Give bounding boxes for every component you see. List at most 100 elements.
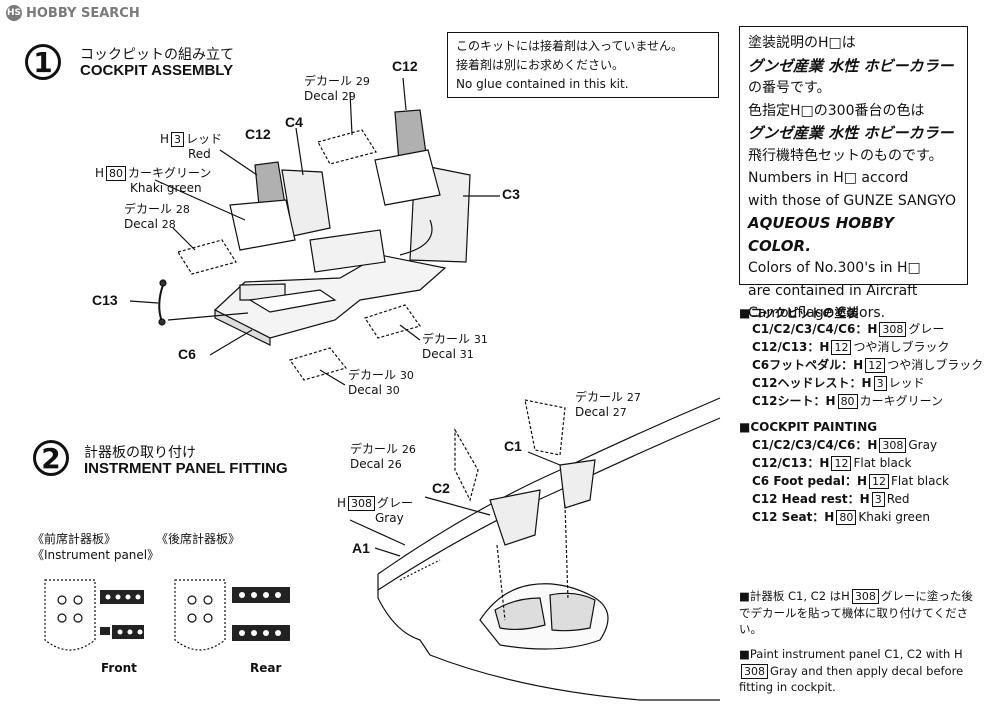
decal-31-num: 31 xyxy=(473,333,488,346)
panel-note-en: ■Paint instrument panel C1, C2 with H308… xyxy=(739,646,979,696)
decal-27-num-en: 27 xyxy=(612,406,627,419)
painting-en-color: Khaki green xyxy=(858,510,930,524)
color-explanation-box: 塗装説明のH□は グンゼ産業 水性 ホビーカラー の番号です。 色指定H□の30… xyxy=(739,26,968,321)
glue-notice-jp-2: 接着剤は別にお求めください。 xyxy=(456,58,625,72)
decal-30-label: デカール 30 Decal 30 xyxy=(348,366,414,397)
decal-30-en: Decal xyxy=(348,383,382,397)
rear-panel-heading-jp: 《後席計器板》 xyxy=(156,532,241,546)
step-1-title-en: COCKPIT ASSEMBLY xyxy=(80,62,234,79)
khaki-color-en: Khaki green xyxy=(130,181,202,195)
painting-en-color: Flat black xyxy=(891,474,949,488)
decal-29-num-en: 29 xyxy=(341,90,356,103)
painting-en-part: C12/C13：H xyxy=(752,456,830,470)
color-note-line-3: の番号です。 xyxy=(748,80,831,96)
decal-28-num-en: 28 xyxy=(161,218,176,231)
painting-jp-color: つや消しブラック xyxy=(853,340,950,354)
decal-31-num-en: 31 xyxy=(459,348,474,361)
step-2-title-en: INSTRMENT PANEL FITTING xyxy=(84,460,288,477)
decal-31-en: Decal xyxy=(422,347,456,361)
painting-jp-part: C12シート：H xyxy=(752,394,836,408)
decal-26-label: デカール 26 Decal 26 xyxy=(350,440,416,471)
decal-29-jp: デカール xyxy=(304,74,353,88)
cockpit-painting-title-en: ■COCKPIT PAINTING xyxy=(739,420,878,434)
color-note-line-8: with those of GUNZE SANGYO xyxy=(748,192,956,209)
panel-note-en-post: Gray and then apply decal before fitting… xyxy=(739,663,964,695)
glue-notice-en: No glue contained in this kit. xyxy=(456,77,629,91)
part-c6: C6 xyxy=(178,346,196,362)
color-note-line-5: グンゼ産業 水性 ホビーカラー xyxy=(748,124,954,142)
color-note-line-1: 塗装説明のH□は xyxy=(748,35,856,51)
painting-en-color: Flat black xyxy=(853,456,912,470)
glue-notice-jp-1: このキットには接着剤は入っていません。 xyxy=(456,39,684,53)
painting-jp-num: 3 xyxy=(873,376,887,391)
painting-en-num: 3 xyxy=(871,492,885,507)
decal-26-num-en: 26 xyxy=(387,458,402,471)
color-note-line-7: Numbers in H□ accord xyxy=(748,170,909,186)
decal-30-num: 30 xyxy=(399,369,414,382)
front-panel-label: Front xyxy=(101,661,137,675)
red-color-en: Red xyxy=(188,147,211,161)
panel-note-jp-post: グレーに塗った後でデカールを貼って機体に取り付けてください。 xyxy=(739,589,973,636)
panel-note-en-pre: ■Paint instrument panel C1, C2 with H xyxy=(739,647,963,661)
part-c12-front: C12 xyxy=(245,126,271,142)
gray-color-jp: グレー xyxy=(377,496,414,510)
color-note-line-10: Colors of No.300's in H□ xyxy=(748,260,921,276)
color-note-line-9: AQUEOUS HOBBY COLOR. xyxy=(748,214,894,255)
decal-29-label: デカール 29 Decal 29 xyxy=(304,72,370,103)
decal-27-num: 27 xyxy=(626,391,641,404)
part-c13: C13 xyxy=(92,292,118,308)
painting-en-part: C12 Head rest：H xyxy=(752,492,870,506)
part-c12-rear: C12 xyxy=(392,58,418,74)
panel-note-jp-pre: ■計器板 C1, C2 はH xyxy=(739,589,850,603)
decal-27-label: デカール 27 Decal 27 xyxy=(575,388,641,419)
decal-31-jp: デカール xyxy=(422,332,471,346)
step-2-number: 2 xyxy=(33,440,69,476)
painting-en-num: 12 xyxy=(869,474,890,489)
painting-en-num: 80 xyxy=(836,510,857,525)
part-c1: C1 xyxy=(504,438,522,454)
decal-28-en: Decal xyxy=(124,217,158,231)
decal-28-jp: デカール xyxy=(124,202,173,216)
color-note-line-2: グンゼ産業 水性 ホビーカラー xyxy=(748,56,954,75)
color-note-line-4: 色指定H□の300番台の色は xyxy=(748,102,925,119)
instrument-panel-illustration xyxy=(44,397,721,701)
color-note-line-11: are contained in Aircraft xyxy=(748,282,918,299)
painting-en-part: C1/C2/C3/C4/C6：H xyxy=(752,438,878,452)
gray-color-en: Gray xyxy=(375,511,404,525)
painting-en-part: C6 Foot pedal：H xyxy=(752,474,868,488)
painting-jp-num: 80 xyxy=(837,394,858,409)
color-note-line-12: Camouflage Colors. xyxy=(748,305,886,321)
cockpit-assembly-illustration xyxy=(129,77,500,386)
painting-jp-color: つや消しブラック xyxy=(887,358,984,372)
painting-en-color: Gray xyxy=(908,438,938,452)
logo-icon: HS xyxy=(6,5,22,21)
decal-27-en: Decal xyxy=(575,405,609,419)
painting-en-color: Red xyxy=(886,492,910,506)
hobby-search-logo: HS HOBBY SEARCH xyxy=(6,5,140,21)
painting-jp-color: レッド xyxy=(888,376,925,390)
decal-29-num: 29 xyxy=(355,75,370,88)
painting-en-part: C12 Seat：H xyxy=(752,510,835,524)
painting-en-num: 12 xyxy=(831,456,852,471)
decal-28-label: デカール 28 Decal 28 xyxy=(124,200,190,231)
part-c2: C2 xyxy=(432,480,450,496)
decal-30-num-en: 30 xyxy=(385,384,400,397)
cockpit-painting-title-jp: ■コックピットの塗装 xyxy=(739,306,859,320)
painting-jp-part: C12/C13：H xyxy=(752,340,830,354)
painting-jp-part: C1/C2/C3/C4/C6：H xyxy=(752,322,878,336)
painting-jp-color: グレー xyxy=(908,322,945,336)
decal-30-jp: デカール xyxy=(348,368,397,382)
decal-28-num: 28 xyxy=(175,203,190,216)
